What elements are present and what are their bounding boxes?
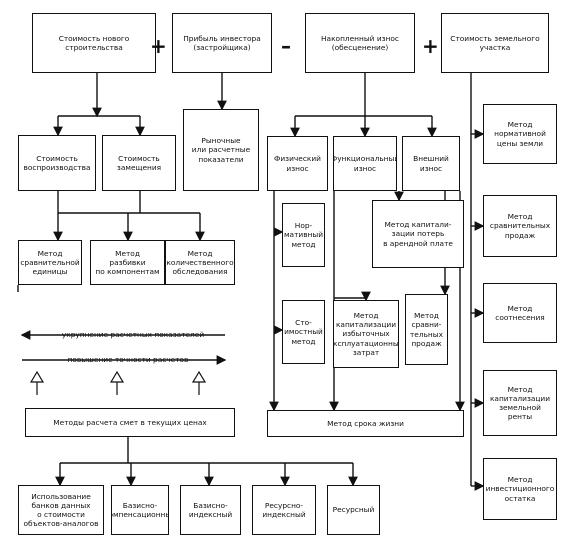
land-cost-box: Стоимость земельного участка xyxy=(441,13,549,73)
base-index-box: Базисно- индексный xyxy=(180,485,241,535)
precision-label: повышение точности расчетов xyxy=(67,355,189,364)
resource-index-box: Ресурсно- индексный xyxy=(252,485,316,535)
component-breakdown-method: Метод разбивки по компонентам xyxy=(90,240,165,285)
excess-operating-costs-box: Метод капитализации избыточных эксплуата… xyxy=(333,300,399,368)
replacement-cost-box: Стоимость замещения xyxy=(102,135,176,191)
investor-profit-box: Прибыль инвестора (застройщика) xyxy=(172,13,272,73)
functional-wear-box: Функциональный износ xyxy=(333,136,397,191)
external-wear-box: Внешний износ xyxy=(402,136,460,191)
accumulated-wear-box: Накопленный износ (обесценение) xyxy=(305,13,415,73)
resource-box: Ресурсный xyxy=(327,485,380,535)
comparative-unit-method: Метод сравнительной единицы xyxy=(18,240,82,285)
cost-method-box: Сто- имостный метод xyxy=(282,300,325,364)
land-rent-capitalization-method: Метод капитализации земельной ренты xyxy=(483,370,557,436)
estimate-current-prices-box: Методы расчета смет в текущих ценах xyxy=(25,408,235,437)
normative-method-box: Нор- мативный метод xyxy=(282,203,325,267)
market-indicators-box: Рыночные или расчетные показатели xyxy=(183,109,259,191)
minus-operator: – xyxy=(281,34,291,58)
databank-analog-box: Использование банков данных о стоимости … xyxy=(18,485,104,535)
new-construction-cost-box: Стоимость нового строительства xyxy=(32,13,156,73)
investment-residual-method: Метод инвестиционного остатка xyxy=(483,458,557,520)
life-term-method-box: Метод срока жизни xyxy=(267,410,464,437)
plus-operator: + xyxy=(150,34,167,58)
land-ratio-method: Метод соотнесения xyxy=(483,283,557,343)
land-comparative-sales-method: Метод сравнительных продаж xyxy=(483,195,557,257)
coarsening-label: укрупнение расчетных показателей xyxy=(61,330,205,339)
base-compensation-box: Базисно- компенсационный xyxy=(111,485,169,535)
normative-land-price-method: Метод нормативной цены земли xyxy=(483,104,557,164)
quantity-survey-method: Метод количественного обследования xyxy=(165,240,235,285)
comparative-sales-wear-box: Метод сравни- тельных продаж xyxy=(405,294,448,365)
plus-operator-2: + xyxy=(422,34,439,58)
physical-wear-box: Физический износ xyxy=(267,136,328,191)
reproduction-cost-box: Стоимость воспроизводства xyxy=(18,135,96,191)
rent-loss-capitalization-box: Метод капитали- зации потерь в арендной … xyxy=(372,200,464,268)
